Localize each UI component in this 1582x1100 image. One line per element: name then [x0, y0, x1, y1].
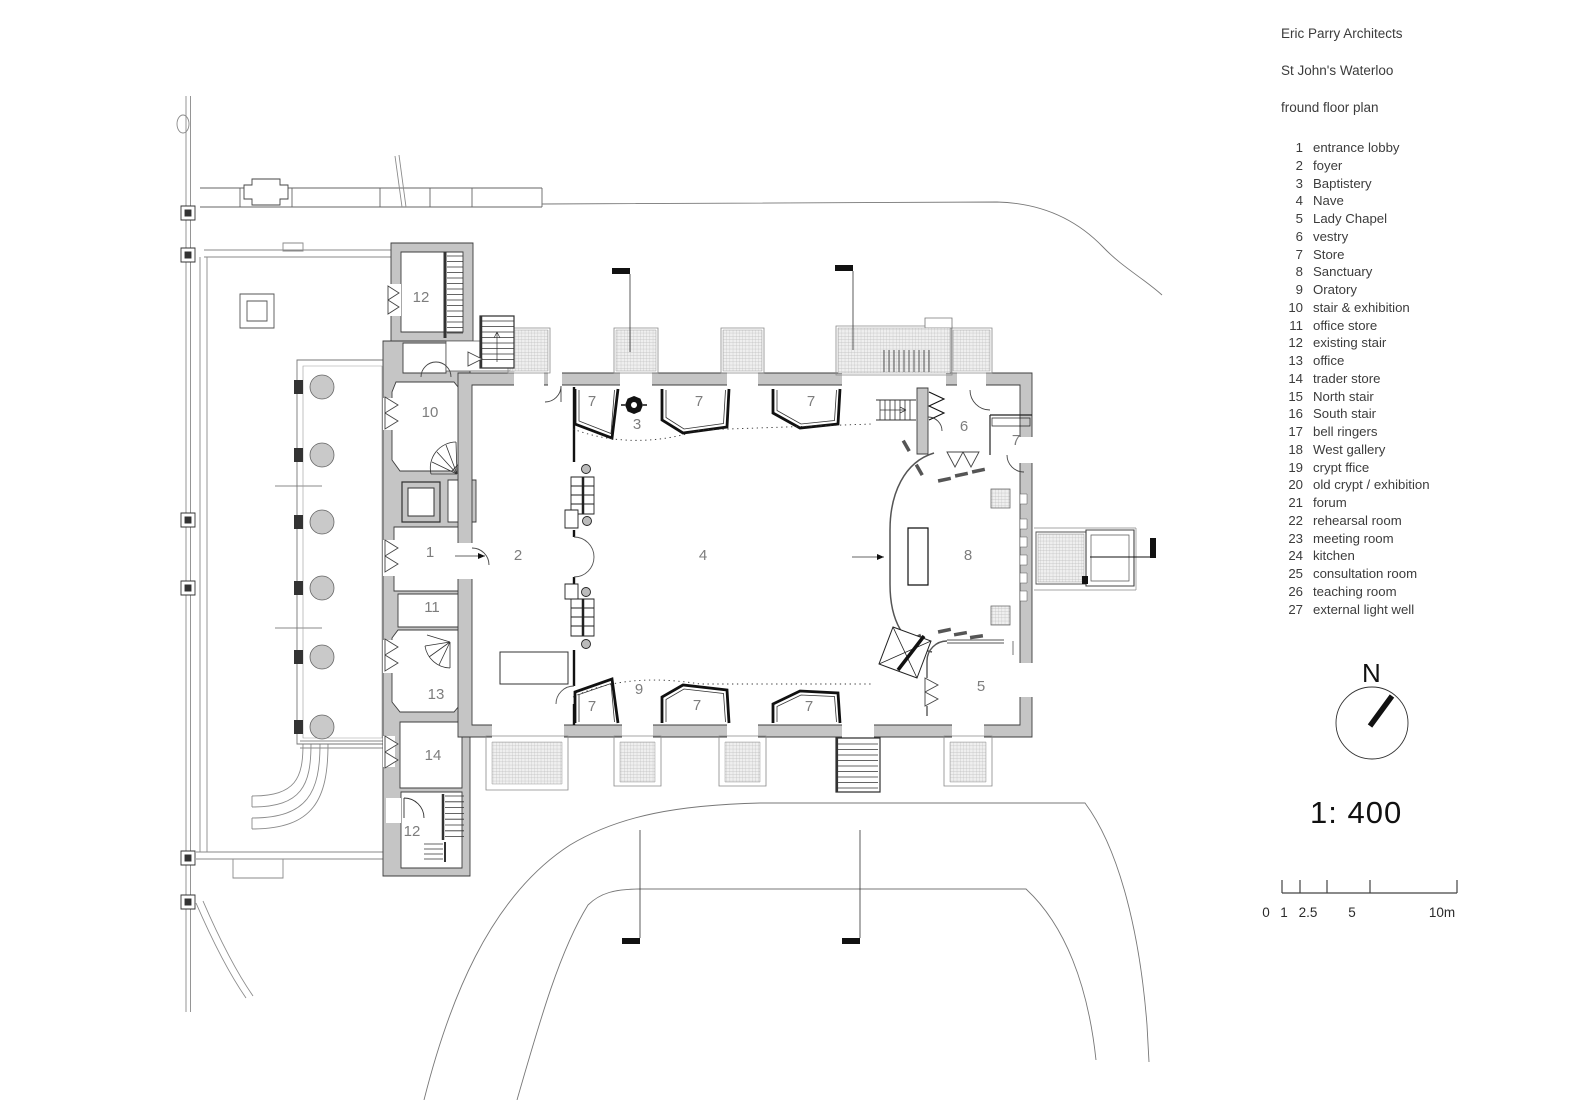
- room-number-label: 13: [428, 686, 445, 703]
- gallery-bars: [884, 350, 929, 372]
- spiral-stair-10: [430, 442, 457, 474]
- section-markers: [455, 265, 1156, 944]
- spiral-stair-13: [425, 635, 450, 668]
- room-number-label: 10: [422, 404, 439, 421]
- east-wall-niches: [1020, 494, 1027, 601]
- sanctuary: [890, 439, 1027, 652]
- room-number-label: 1: [426, 544, 434, 561]
- scale-bar-label: 2.5: [1299, 905, 1318, 920]
- fence-line: [186, 96, 191, 1012]
- road-edge-bottom-outer: [424, 803, 1149, 1100]
- room-number-label: 7: [1012, 432, 1020, 449]
- room-number-label: 7: [588, 393, 596, 410]
- road-edge-bottom-inner: [517, 889, 1096, 1100]
- room-number-label: 9: [635, 681, 643, 698]
- room-number-label: 4: [699, 547, 707, 564]
- room-number-label: 7: [805, 698, 813, 715]
- window-bays: [486, 318, 992, 790]
- display-cases: [565, 465, 594, 649]
- doors: [385, 286, 1024, 768]
- room-number-label: 3: [633, 416, 641, 433]
- room-number-label: 14: [425, 747, 442, 764]
- site-context: [177, 96, 1162, 1100]
- fence-lamp: [177, 115, 189, 133]
- east-entrance: [1034, 528, 1136, 590]
- curved-ramp: [252, 744, 328, 829]
- monument: [240, 294, 274, 328]
- room-number-label: 7: [695, 393, 703, 410]
- title-block: Eric Parry Architects St John's Waterloo…: [1281, 26, 1561, 137]
- room-number-label: 12: [413, 289, 430, 306]
- vestry-store-walls: [990, 415, 1032, 455]
- gallery-dashed-lines: [573, 424, 872, 697]
- baptistery-font: [621, 396, 647, 414]
- portico-pilasters: [294, 380, 303, 734]
- portico-columns: [310, 375, 334, 739]
- scale-text: 1: 400: [1310, 795, 1403, 830]
- scale-bar-label: 10m: [1429, 905, 1455, 920]
- scale-bar-label: 1: [1280, 905, 1288, 920]
- scale-bar: [1282, 880, 1457, 893]
- stair-tower-north: [391, 243, 473, 341]
- lady-chapel: [879, 627, 1013, 716]
- room-number-label: 12: [404, 823, 421, 840]
- gate-pier: [244, 179, 288, 205]
- store-enclosures: [575, 389, 840, 723]
- elevator: [402, 482, 440, 522]
- room-number-label: 2: [514, 547, 522, 564]
- north-label: N: [1362, 658, 1381, 688]
- room-number-label: 8: [964, 547, 972, 564]
- architect-name: Eric Parry Architects: [1281, 26, 1403, 41]
- north-arrow: [1336, 687, 1408, 759]
- drawing-title: fround floor plan: [1281, 100, 1379, 115]
- scale-bar-label: 5: [1348, 905, 1356, 920]
- room-number-label: 7: [693, 697, 701, 714]
- project-name: St John's Waterloo: [1281, 63, 1394, 78]
- stairs: [404, 252, 916, 862]
- room-number-label: 5: [977, 678, 985, 695]
- foyer-table: [500, 652, 568, 684]
- west-portico: [294, 360, 388, 744]
- scale-bar-label: 0: [1262, 905, 1270, 920]
- room-number-label: 11: [424, 599, 440, 616]
- altar: [908, 528, 928, 585]
- room-number-label: 7: [588, 698, 596, 715]
- room-number-label: 7: [807, 393, 815, 410]
- road-edge-top: [542, 202, 1162, 295]
- vestry-wall: [917, 388, 928, 454]
- fence-piers: [181, 206, 195, 909]
- organ-console: [879, 627, 931, 678]
- room-number-label: 6: [960, 418, 968, 435]
